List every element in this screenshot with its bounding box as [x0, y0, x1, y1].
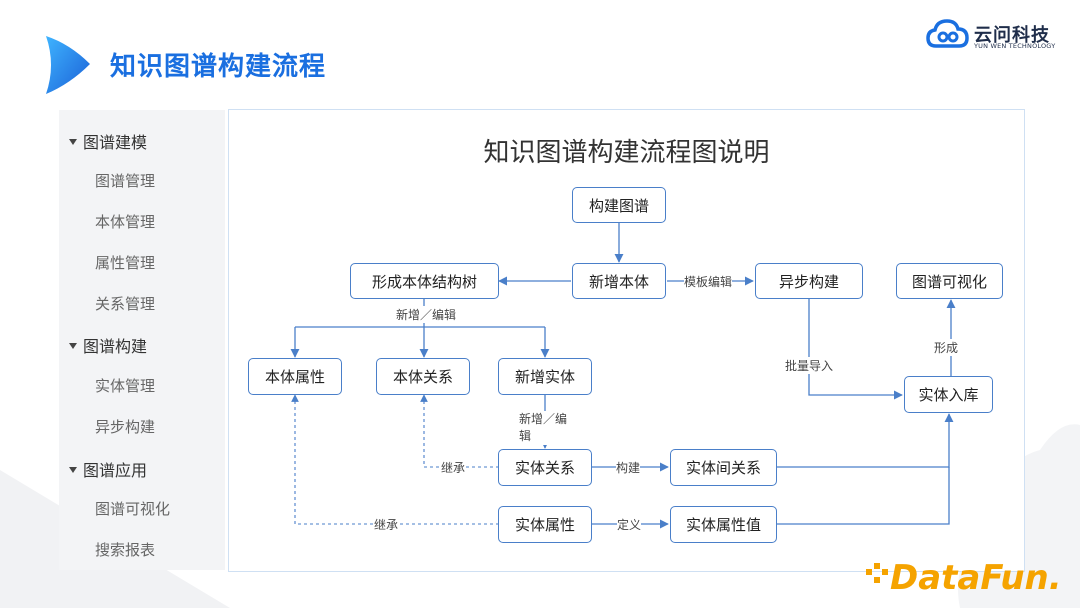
edge-label-construct: 构建	[616, 459, 641, 476]
node-ontology-attr: 本体属性	[248, 358, 342, 395]
edge-label-inherit-rel: 继承	[441, 459, 466, 476]
brand-name-en: YUN WEN TECHNOLOGY	[974, 42, 1056, 50]
sidebar-group-building[interactable]: 图谱构建	[69, 333, 147, 357]
node-ontology-rel: 本体关系	[376, 358, 470, 395]
sidebar-item-graph-viz[interactable]: 图谱可视化	[95, 500, 171, 518]
flowchart-edges	[290, 223, 956, 529]
node-new-entity: 新增实体	[498, 358, 592, 395]
node-ontology-tree: 形成本体结构树	[350, 263, 499, 299]
edge-label-define: 定义	[617, 516, 642, 533]
sidebar-group-application[interactable]: 图谱应用	[69, 457, 147, 481]
node-build-graph: 构建图谱	[572, 187, 666, 223]
sidebar-item-relation-manage[interactable]: 关系管理	[95, 295, 156, 313]
sidebar-group-modeling[interactable]: 图谱建模	[69, 129, 147, 153]
node-new-ontology: 新增本体	[572, 263, 666, 299]
flowchart-panel: 知识图谱构建流程图说明	[228, 109, 1025, 572]
edge-attrvalue-to-storage	[777, 467, 950, 525]
datafun-text: DataFun.	[890, 558, 1062, 598]
sidebar-item-entity-manage[interactable]: 实体管理	[95, 377, 156, 395]
edge-label-batch-import: 批量导入	[785, 357, 834, 374]
sidebar-item-async-build[interactable]: 异步构建	[95, 418, 156, 436]
caret-down-icon	[69, 466, 77, 473]
sidebar-item-graph-manage[interactable]: 图谱管理	[95, 172, 156, 190]
node-entity-storage: 实体入库	[904, 376, 993, 413]
caret-down-icon	[69, 342, 77, 349]
node-graph-viz: 图谱可视化	[896, 263, 1003, 299]
sidebar-item-ontology-manage[interactable]: 本体管理	[95, 213, 156, 231]
node-entity-rel: 实体关系	[498, 449, 592, 486]
edge-label-form: 形成	[934, 339, 959, 356]
diagram-title: 知识图谱构建流程图说明	[483, 138, 770, 168]
node-entity-attr: 实体属性	[498, 506, 592, 543]
sidebar-group-label: 图谱应用	[83, 461, 148, 480]
node-inter-entity-rel: 实体间关系	[670, 449, 777, 486]
edge-interrel-to-storage	[777, 413, 954, 468]
logo-mark-icon	[46, 36, 90, 94]
sidebar-group-label: 图谱构建	[83, 337, 148, 356]
brand-logo: 云问科技 YUN WEN TECHNOLOGY	[926, 18, 1062, 52]
edge-attr-inherit	[291, 394, 499, 525]
edge-label-inherit-attr: 继承	[374, 516, 399, 533]
slide-title: 知识图谱构建流程	[110, 52, 327, 82]
caret-down-icon	[69, 138, 77, 145]
sidebar-item-search-report[interactable]: 搜索报表	[95, 541, 156, 559]
edge-label-add-edit-entity: 新增／编辑	[519, 411, 569, 445]
sidebar-item-attribute-manage[interactable]: 属性管理	[95, 254, 156, 272]
node-entity-attr-value: 实体属性值	[670, 506, 777, 543]
cloud-logo-icon	[926, 19, 969, 48]
datafun-logo: DataFun.	[866, 558, 1062, 598]
sidebar-menu: 图谱建模 图谱管理 本体管理 属性管理 关系管理 图谱构建 实体管理 异步构建 …	[59, 110, 225, 570]
edge-label-add-edit: 新增／编辑	[396, 306, 457, 323]
sidebar-group-label: 图谱建模	[83, 133, 148, 152]
edge-async-to-storage	[808, 299, 903, 400]
node-async-build: 异步构建	[755, 263, 863, 299]
edge-rel-inherit	[420, 394, 499, 468]
edge-label-template-edit: 模板编辑	[684, 273, 733, 290]
brand-name-cn: 云问科技	[974, 25, 1050, 46]
